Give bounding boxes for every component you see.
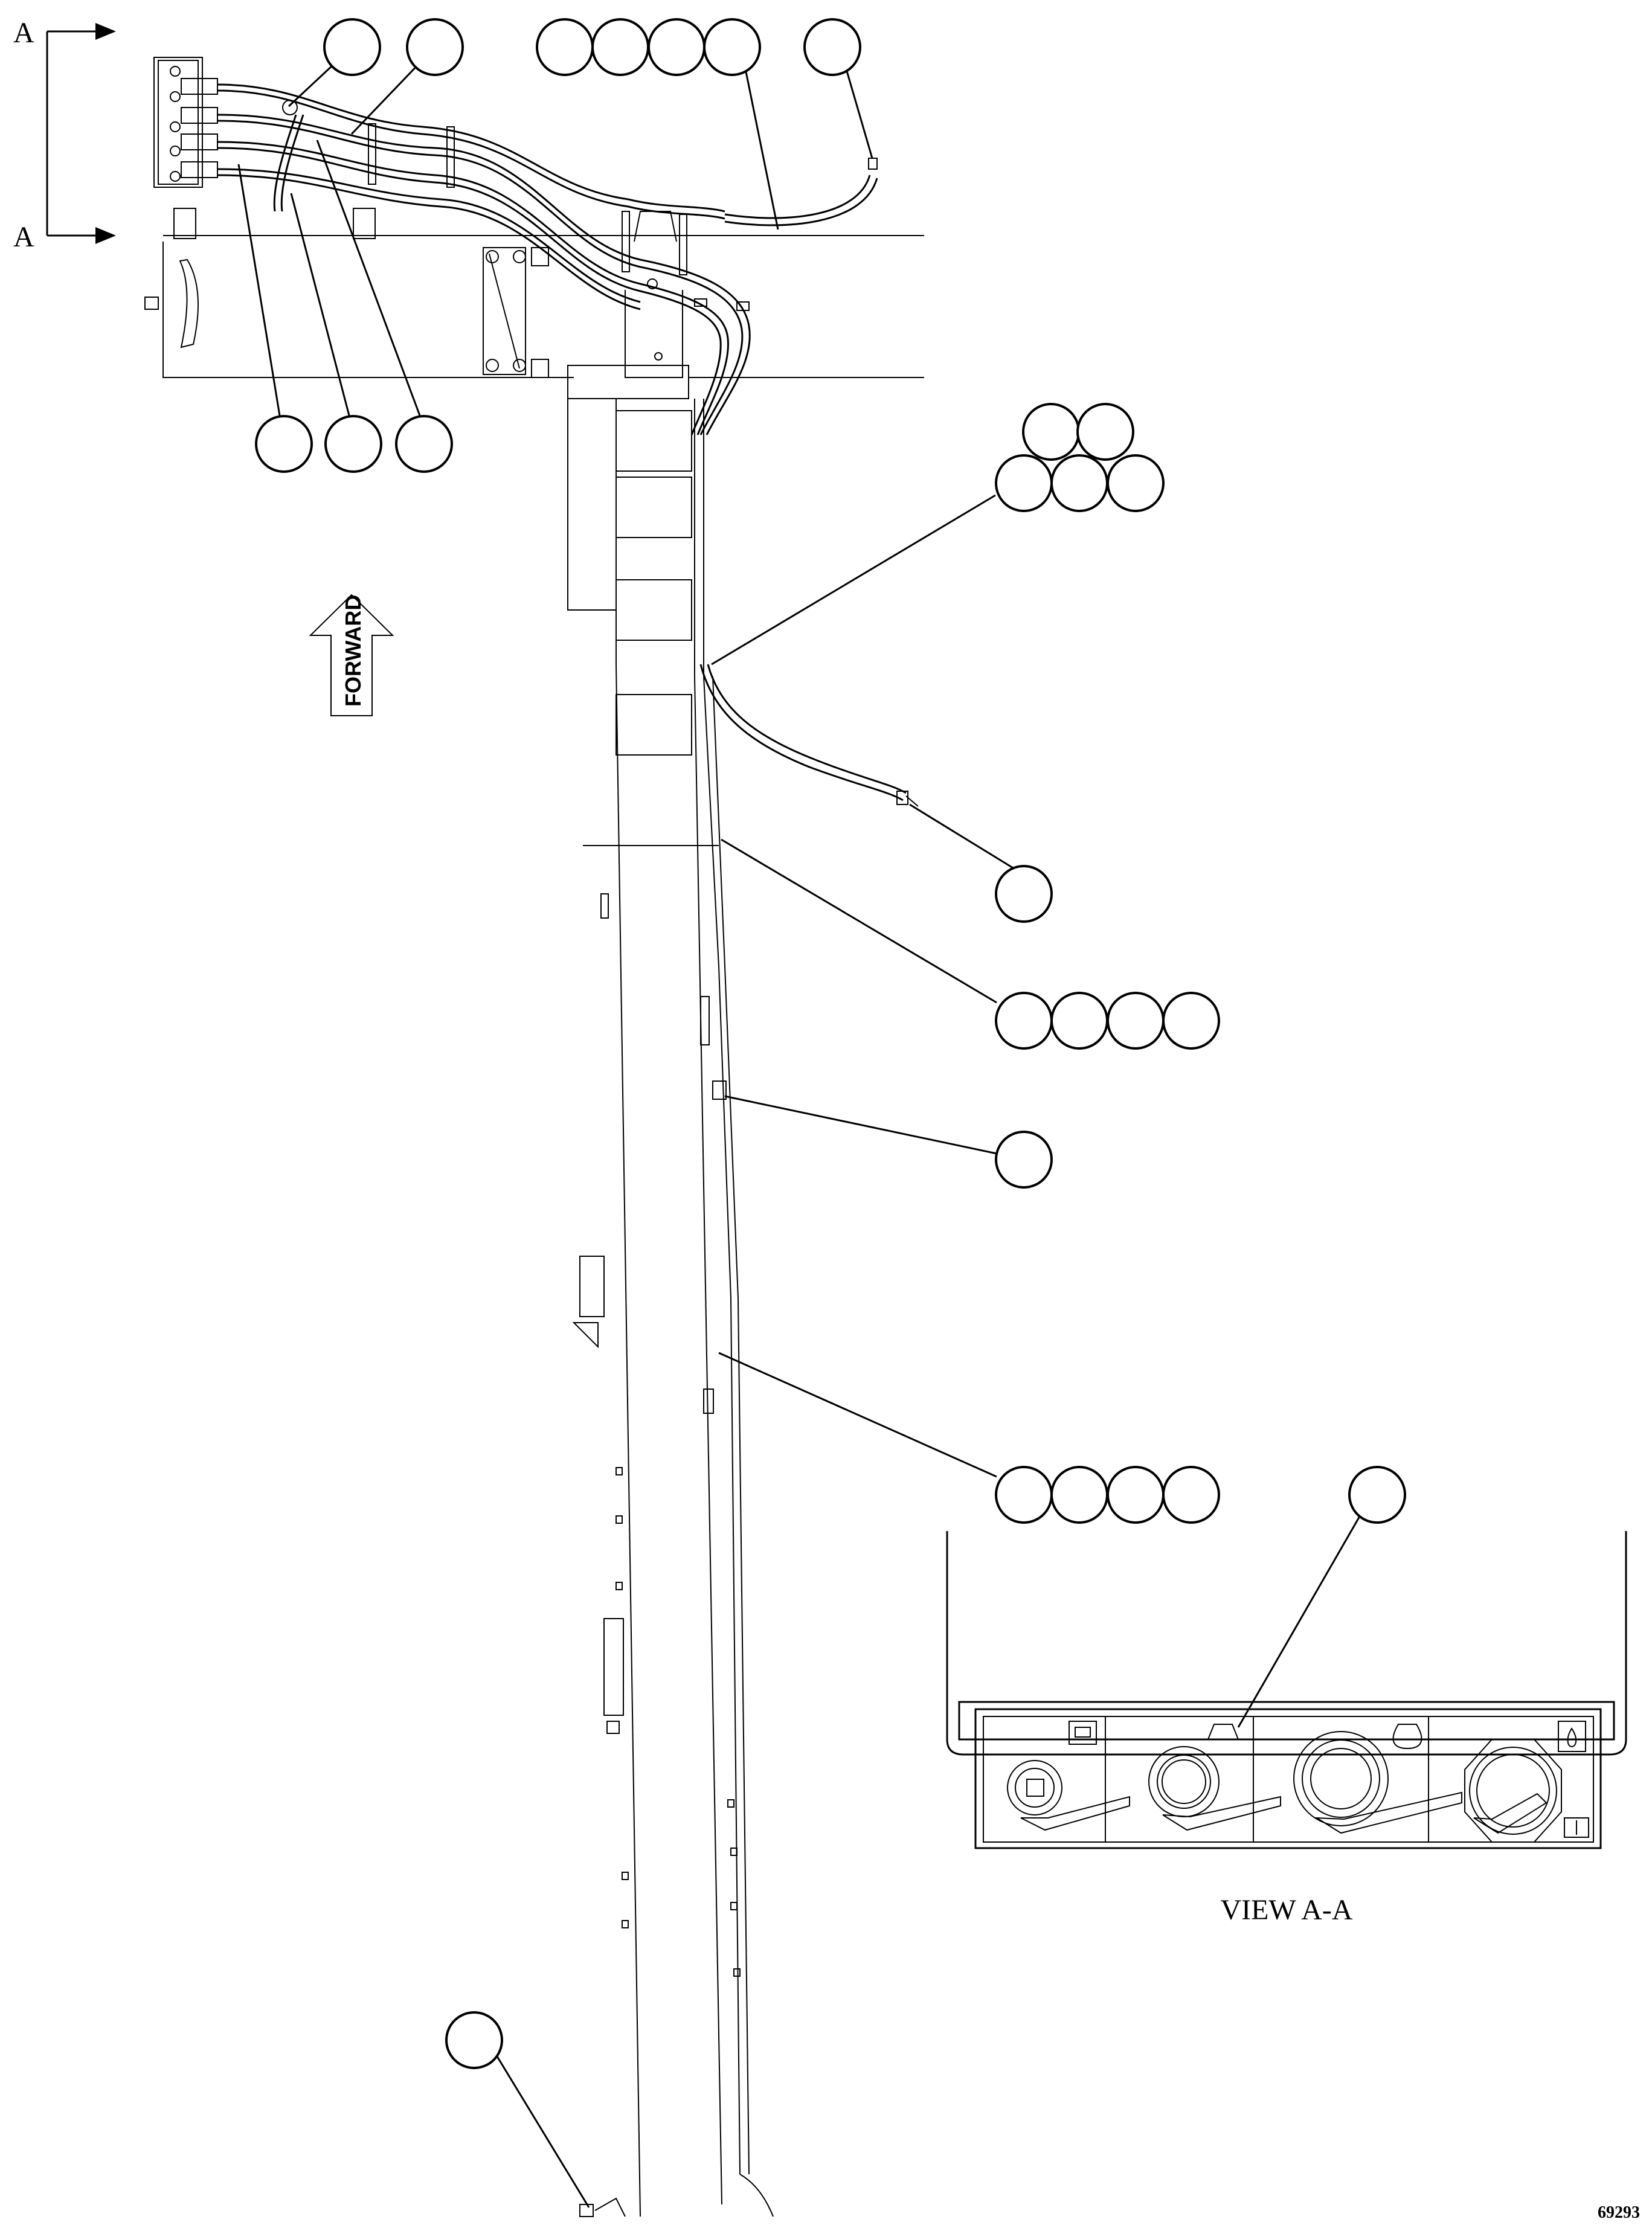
callout-bubble xyxy=(1107,1466,1165,1524)
callout-bubble xyxy=(1022,403,1080,461)
callout-group-right-pyramid xyxy=(995,403,1165,512)
section-arrow-bottom xyxy=(95,227,116,244)
callout-group-bottom-single xyxy=(445,2011,503,2069)
callout-group-right-single-1 xyxy=(995,865,1053,923)
callout-group-right-row-1 xyxy=(995,992,1220,1050)
callout-bubble xyxy=(1050,454,1108,512)
forward-label: FORWARD xyxy=(341,595,365,707)
callout-group-top-left xyxy=(323,18,464,76)
callout-group-right-row-2 xyxy=(995,1466,1220,1524)
section-label-bottom: A xyxy=(13,221,34,253)
callout-bubble xyxy=(406,18,464,76)
callout-bubble xyxy=(536,18,594,76)
callout-group-top-center xyxy=(536,18,761,76)
callout-bubble xyxy=(1076,403,1134,461)
callout-bubble xyxy=(703,18,761,76)
forward-arrow: FORWARD xyxy=(309,594,394,716)
section-arrow-top xyxy=(95,23,116,40)
figure-number: 69293 xyxy=(1598,2203,1640,2222)
callout-group-view-single xyxy=(1348,1466,1406,1524)
callout-bubble xyxy=(995,1131,1053,1189)
side-hose xyxy=(699,664,919,807)
callout-group-right-single-2 xyxy=(995,1131,1053,1189)
callout-bubble xyxy=(995,1466,1053,1524)
callout-bubble xyxy=(591,18,649,76)
callout-bubble xyxy=(648,18,705,76)
callout-bubble xyxy=(1162,1466,1220,1524)
callout-bubble xyxy=(323,18,381,76)
callout-group-top-right xyxy=(803,18,861,76)
callout-bubbles xyxy=(255,18,1406,2069)
callout-bubble xyxy=(995,865,1053,923)
callout-bubble xyxy=(1107,992,1165,1050)
gauge-4 xyxy=(1464,1721,1589,1843)
callout-bubble xyxy=(395,415,453,473)
gauge-2 xyxy=(1148,1724,1281,1831)
pivot-bracket xyxy=(625,211,750,378)
cross-member xyxy=(144,208,924,378)
callout-bubble xyxy=(1050,1466,1108,1524)
callout-bubble xyxy=(255,415,313,473)
section-label-top: A xyxy=(13,17,34,49)
boom-structure xyxy=(567,365,774,2217)
section-marker: A A xyxy=(13,17,116,253)
callout-bubble xyxy=(324,415,382,473)
callout-bubble xyxy=(1050,992,1108,1050)
callout-bubble xyxy=(995,454,1053,512)
gauge-1 xyxy=(1007,1721,1130,1831)
view-caption: VIEW A-A xyxy=(1220,1894,1352,1926)
callout-group-lower-left xyxy=(255,415,453,473)
valve-block xyxy=(153,57,218,188)
callout-bubble xyxy=(1107,454,1165,512)
callout-bubble xyxy=(803,18,861,76)
view-a-a: VIEW A-A xyxy=(946,1531,1627,1926)
callout-bubble xyxy=(995,992,1053,1050)
callout-bubble xyxy=(1348,1466,1406,1524)
callout-bubble xyxy=(1162,992,1220,1050)
hose-bundle xyxy=(217,83,878,435)
callout-bubble xyxy=(445,2011,503,2069)
control-panel xyxy=(974,1708,1602,1849)
leader-lines xyxy=(237,46,1366,2208)
gauge-3 xyxy=(1293,1724,1462,1834)
